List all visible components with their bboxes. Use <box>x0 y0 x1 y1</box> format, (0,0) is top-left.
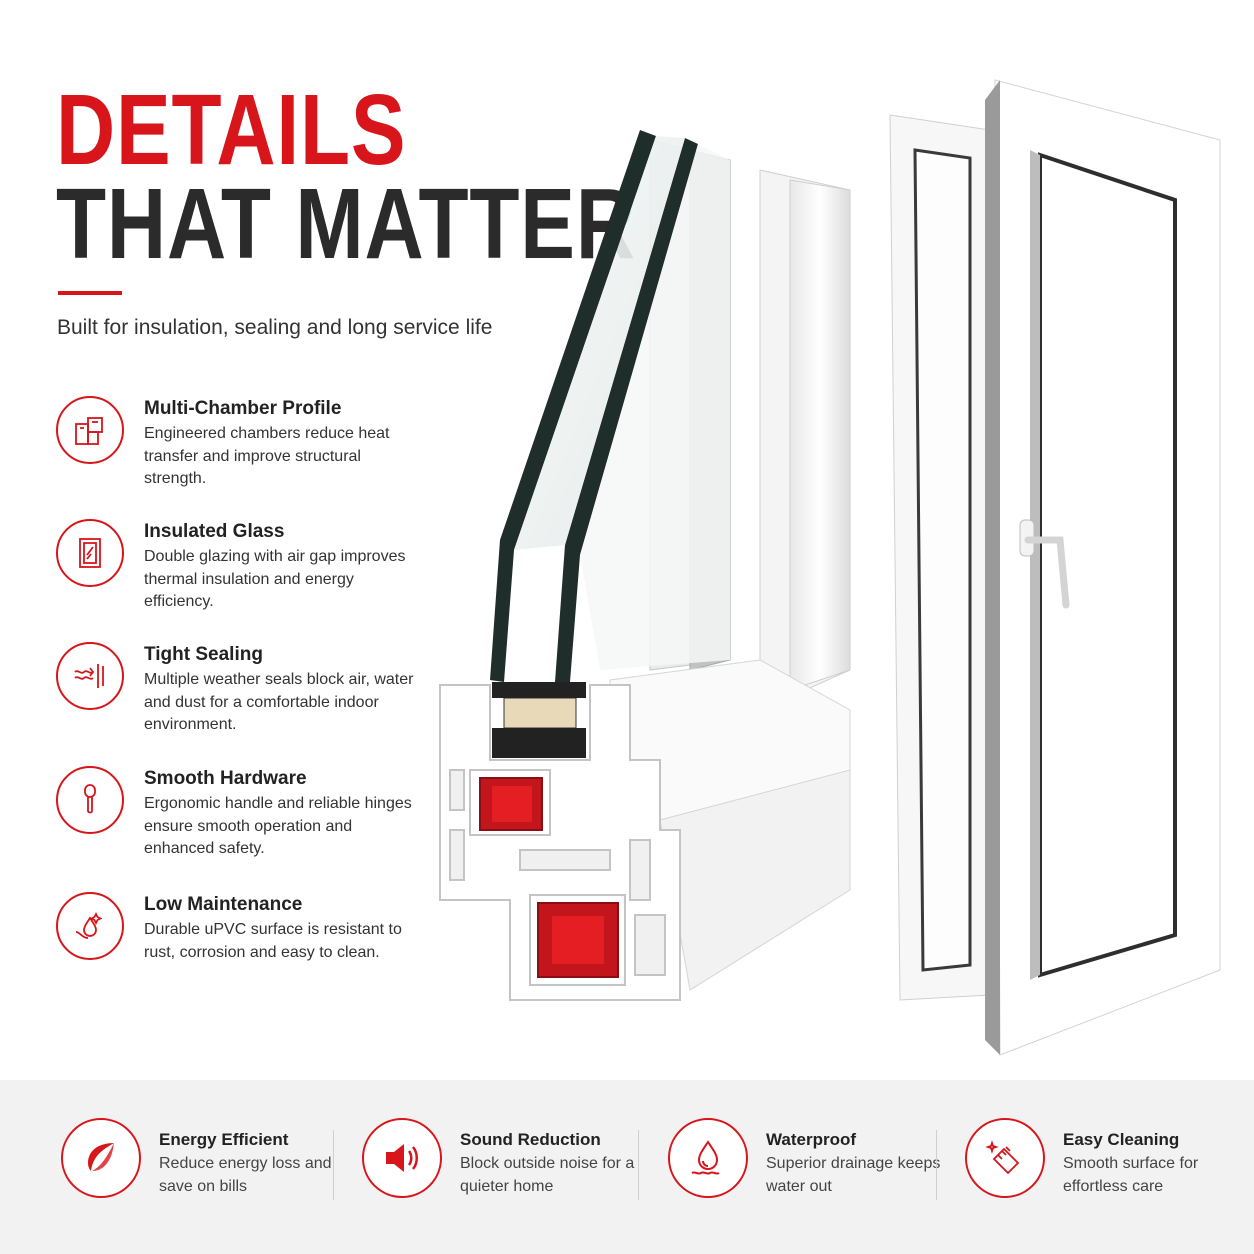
feature-item-smooth-hardware: Smooth Hardware Ergonomic handle and rel… <box>56 766 436 876</box>
feature-title: Insulated Glass <box>144 521 285 542</box>
feature-description: Engineered chambers reduce heat transfer… <box>144 425 390 487</box>
benefit-sound-reduction: Sound Reduction Block outside noise for … <box>362 1118 662 1218</box>
feature-description: Durable uPVC surface is resistant to rus… <box>144 921 402 961</box>
headline: DETAILS THAT MATTER <box>56 80 763 274</box>
subtitle: Built for insulation, sealing and long s… <box>57 316 493 339</box>
feature-description: Double glazing with air gap improves the… <box>144 548 406 610</box>
feature-title: Tight Sealing <box>144 644 263 665</box>
benefits-bar: Energy Efficient Reduce energy loss and … <box>0 1080 1254 1254</box>
benefit-easy-cleaning: Easy Cleaning Smooth surface for effortl… <box>965 1118 1254 1218</box>
feature-title: Low Maintenance <box>144 894 303 915</box>
benefit-energy-efficient: Energy Efficient Reduce energy loss and … <box>61 1118 361 1218</box>
feature-item-insulated-glass: Insulated Glass Double glazing with air … <box>56 519 436 629</box>
feature-title: Multi-Chamber Profile <box>144 398 342 419</box>
divider <box>936 1130 937 1200</box>
feature-description: Ergonomic handle and reliable hinges ens… <box>144 795 412 857</box>
accent-rule <box>58 291 122 295</box>
benefit-description: Smooth surface for effortless care <box>1063 1155 1199 1195</box>
glass-pane-icon <box>56 519 124 587</box>
double-glazing <box>490 130 730 758</box>
water-drop-icon <box>668 1118 748 1198</box>
feature-title: Smooth Hardware <box>144 768 307 789</box>
profile-cross-section <box>439 684 681 1001</box>
feature-item-low-maintenance: Low Maintenance Durable uPVC surface is … <box>56 892 436 1002</box>
benefit-waterproof: Waterproof Superior drainage keeps water… <box>668 1118 968 1218</box>
divider <box>638 1130 639 1200</box>
feature-item-multi-chamber: Multi-Chamber Profile Engineered chamber… <box>56 396 436 506</box>
headline-line-1: DETAILS <box>56 74 407 186</box>
benefit-title: Waterproof <box>766 1130 857 1149</box>
speaker-icon <box>362 1118 442 1198</box>
divider <box>333 1130 334 1200</box>
open-window <box>889 79 1221 1056</box>
benefit-title: Sound Reduction <box>460 1130 601 1149</box>
benefit-description: Superior drainage keeps water out <box>766 1155 941 1195</box>
window-profile-illustration <box>439 79 1221 1056</box>
benefit-description: Reduce energy loss and save on bills <box>159 1155 332 1195</box>
window-handle-icon <box>56 766 124 834</box>
feature-description: Multiple weather seals block air, water … <box>144 671 414 733</box>
benefit-title: Energy Efficient <box>159 1130 289 1149</box>
leaf-icon <box>61 1118 141 1198</box>
headline-line-2: THAT MATTER <box>56 168 636 280</box>
cleaning-hand-icon <box>965 1118 1045 1198</box>
feature-item-tight-sealing: Tight Sealing Multiple weather seals blo… <box>56 642 436 752</box>
spacer-bar <box>503 697 577 729</box>
chamber-profile-icon <box>56 396 124 464</box>
benefit-description: Block outside noise for a quieter home <box>460 1155 635 1195</box>
wind-seal-icon <box>56 642 124 710</box>
hand-droplet-icon <box>56 892 124 960</box>
benefit-title: Easy Cleaning <box>1063 1130 1180 1149</box>
